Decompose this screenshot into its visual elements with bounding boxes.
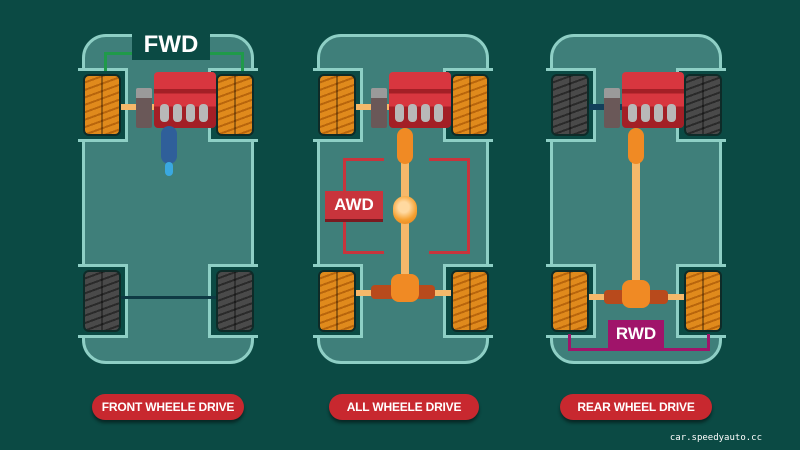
rwd-wheel-front-left — [551, 74, 589, 136]
fwd-panel: FWD FRONT WHEELE DRIVE — [70, 0, 330, 420]
awd-caption: ALL WHEELE DRIVE — [329, 394, 479, 420]
fwd-wheel-rear-right — [216, 270, 254, 332]
awd-wheel-front-right — [451, 74, 489, 136]
rwd-wheel-rear-right — [684, 270, 722, 332]
fwd-badge: FWD — [132, 30, 210, 60]
fwd-rear-axle — [120, 296, 216, 299]
fwd-transmission — [136, 88, 152, 128]
awd-center-differential — [393, 196, 417, 224]
awd-rear-differential — [391, 274, 419, 302]
rwd-wheel-front-right — [684, 74, 722, 136]
rwd-badge: RWD — [608, 320, 664, 348]
fwd-wheel-front-left — [83, 74, 121, 136]
fwd-wheel-front-right — [216, 74, 254, 136]
rwd-engine — [622, 72, 684, 128]
fwd-caption: FRONT WHEELE DRIVE — [92, 394, 244, 420]
rwd-transmission — [604, 88, 620, 128]
rwd-panel: RWD REAR WHEEL DRIVE — [538, 0, 798, 420]
rwd-front-coupler — [628, 128, 644, 164]
awd-badge: AWD — [325, 191, 383, 219]
rwd-rear-differential — [622, 280, 650, 308]
rwd-caption: REAR WHEEL DRIVE — [560, 394, 712, 420]
awd-bracket-right — [429, 158, 470, 254]
awd-wheel-rear-right — [451, 270, 489, 332]
rwd-driveshaft — [632, 130, 640, 290]
fwd-driveshaft-stub — [161, 126, 177, 164]
awd-wheel-front-left — [318, 74, 356, 136]
fwd-engine — [154, 72, 216, 128]
awd-front-coupler — [397, 128, 413, 164]
awd-panel: AWD ALL WHEELE DRIVE — [305, 0, 565, 420]
rwd-bracket — [568, 334, 710, 351]
watermark: car.speedyauto.cc — [669, 433, 762, 443]
awd-wheel-rear-left — [318, 270, 356, 332]
awd-engine — [389, 72, 451, 128]
fwd-driveshaft-tip — [165, 162, 173, 176]
awd-transmission — [371, 88, 387, 128]
rwd-wheel-rear-left — [551, 270, 589, 332]
fwd-wheel-rear-left — [83, 270, 121, 332]
